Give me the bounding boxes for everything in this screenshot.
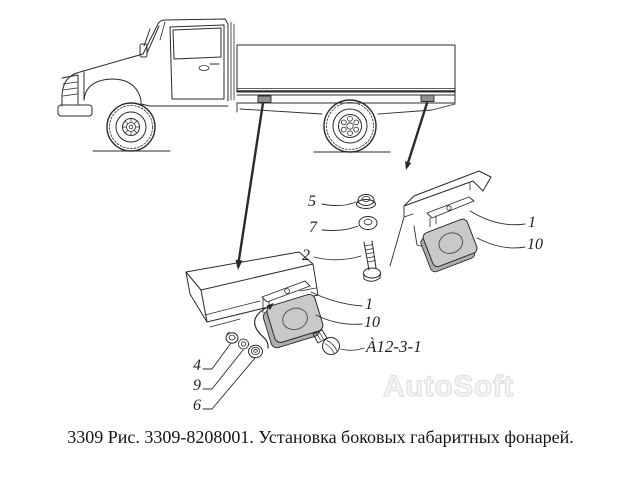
callout-leader-lines — [202, 201, 526, 410]
fuel-cap — [198, 65, 210, 71]
callout-10-upper: 10 — [527, 236, 543, 253]
callout-4: 4 — [193, 357, 201, 374]
figure-caption: 3309 Рис. 3309-8208001. Установка боковы… — [67, 427, 574, 447]
callout-1-upper: 1 — [528, 214, 536, 231]
flange-nut-5 — [356, 194, 376, 209]
bed-side-panel — [236, 44, 456, 93]
lock-washer-9 — [238, 338, 249, 350]
cab-bed-gap — [230, 21, 235, 101]
detail-leader-lines — [235, 101, 429, 270]
marker-lamp-on-truck-left — [257, 95, 272, 103]
lower-lamp-body — [262, 293, 324, 349]
callout-10-lower: 10 — [364, 314, 380, 331]
door-window — [172, 27, 222, 60]
truck-side-view — [57, 18, 456, 153]
marker-lamp-on-truck-right — [420, 94, 435, 102]
front-bumper — [57, 104, 93, 117]
mirror-arm — [143, 28, 151, 47]
callout-5: 5 — [308, 193, 316, 210]
chassis-line — [236, 102, 456, 115]
callout-1-lower: 1 — [365, 296, 373, 313]
bulb — [312, 329, 340, 355]
front-wheel — [106, 102, 156, 152]
grille-slats — [62, 81, 78, 97]
lower-assembly — [185, 251, 340, 359]
bolt-2 — [363, 240, 381, 282]
upper-rail — [389, 170, 492, 267]
callout-9: 9 — [193, 377, 201, 394]
upper-lamp-bracket — [426, 196, 475, 228]
grille-outline — [61, 74, 79, 105]
windshield-line — [146, 25, 160, 54]
a-pillar-line — [159, 21, 166, 41]
callout-7: 7 — [309, 219, 317, 236]
nut-4 — [225, 331, 239, 344]
autosoft-watermark: AutoSoft — [382, 369, 514, 403]
rear-wheel — [323, 99, 377, 153]
cab-outline — [61, 18, 229, 107]
callout-bulb-a12-3-1: À12-3-1 — [366, 337, 422, 356]
upper-lamp-body — [420, 218, 478, 273]
washer-6 — [248, 344, 263, 359]
callout-6: 6 — [193, 397, 201, 414]
mirror — [139, 43, 148, 58]
flat-washer-7 — [358, 216, 378, 230]
wire-arrowhead — [266, 303, 274, 310]
upper-assembly — [356, 170, 492, 282]
callout-2: 2 — [302, 247, 310, 264]
lamp-wire — [254, 304, 273, 349]
front-fender — [83, 71, 229, 107]
lower-channel-beam — [185, 251, 319, 328]
cab-door — [169, 24, 225, 100]
